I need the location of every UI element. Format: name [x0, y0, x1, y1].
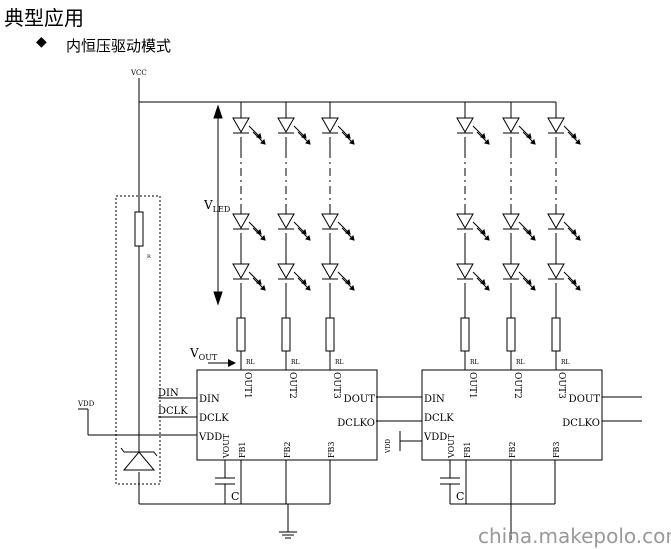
bullet-diamond-icon: ◆: [36, 34, 47, 50]
vled-label: VLED: [203, 198, 230, 214]
chip-pin-label: DCLK: [424, 413, 454, 424]
chip-pin-label: OUT2: [512, 372, 522, 399]
chip-pin-label: FB1: [463, 441, 472, 458]
vled-arrow: [213, 104, 223, 306]
rl-label: RL: [516, 359, 525, 366]
led-column: RL: [456, 102, 490, 370]
led-column: RL: [547, 102, 581, 370]
led-icon: [456, 213, 490, 241]
led-icon: [456, 117, 490, 145]
chip-pin-label: FB3: [552, 441, 561, 458]
led-icon: [277, 213, 311, 241]
led-column: RL: [232, 102, 266, 370]
zener-branch: [134, 102, 330, 505]
rl-resistor: [325, 317, 335, 352]
led-icon: [321, 263, 355, 291]
led-icon: [232, 213, 266, 241]
led-icon: [547, 213, 581, 241]
led-icon: [502, 263, 536, 291]
led-icon: [232, 263, 266, 291]
section-subtitle: 内恒压驱动模式: [66, 37, 172, 55]
small-resistor-label: R: [147, 254, 151, 260]
chip-pin-label: VOUT: [222, 433, 231, 459]
led-icon: [502, 117, 536, 145]
chip-pin-label: DOUT: [344, 394, 376, 405]
chip-pin-label: DIN: [199, 394, 220, 405]
chip-pin-label: OUT1: [467, 372, 477, 399]
chip-body: [196, 369, 378, 461]
vdd-left-label: VDD: [77, 400, 95, 408]
rl-resistor: [506, 317, 516, 352]
chip-pin-label: OUT1: [242, 372, 252, 399]
vdd-mid-label: VDD: [385, 439, 392, 454]
ground-icon: [279, 504, 297, 539]
led-icon: [321, 117, 355, 145]
rl-resistor: [236, 317, 246, 352]
chip-pin-label: OUT3: [331, 372, 341, 399]
rl-label: RL: [291, 359, 300, 366]
chip-bottom-wires: [215, 460, 331, 504]
capacitor-label: C: [456, 490, 464, 503]
led-column: RL: [321, 102, 355, 370]
chip-pin-label: FB2: [508, 441, 517, 458]
inter-chip-wires: [376, 396, 642, 451]
rl-label: RL: [470, 359, 479, 366]
led-icon: [321, 213, 355, 241]
chip-body: [421, 369, 603, 461]
right-bottom-bus: [450, 503, 555, 540]
din-input-label: DIN: [158, 388, 179, 399]
led-column: RL: [277, 102, 311, 370]
chip-pin-label: VDD: [423, 432, 447, 443]
chip-pin-label: DCLK: [199, 413, 229, 424]
led-icon: [456, 263, 490, 291]
chip-pin-label: FB1: [238, 441, 247, 458]
chip-pin-label: VOUT: [447, 433, 456, 459]
chip-pin-label: FB2: [283, 441, 292, 458]
led-icon: [502, 213, 536, 241]
chip-pin-label: FB3: [327, 441, 336, 458]
capacitor-label: C: [231, 490, 239, 503]
watermark-text: china.makepolo.com: [478, 524, 671, 548]
supply-rail: [138, 78, 556, 103]
chip-input-lines: [158, 397, 197, 418]
rl-resistor: [460, 317, 470, 352]
chip-pin-label: OUT2: [287, 372, 297, 399]
vout-label: VOUT: [189, 346, 218, 362]
led-icon: [547, 117, 581, 145]
chip-pin-label: DCLKO: [337, 418, 375, 429]
chip-pin-label: DIN: [424, 394, 445, 405]
chip-pin-label: VDD: [198, 432, 222, 443]
led-icon: [547, 263, 581, 291]
chip-pin-label: DOUT: [569, 394, 601, 405]
led-columns: RL RL RL RL RL RL: [232, 102, 581, 370]
vcc-label: VCC: [130, 69, 147, 77]
chip-pin-label: OUT3: [556, 372, 566, 399]
page-title: 典型应用: [4, 6, 84, 30]
zener-diode-icon: [120, 447, 158, 471]
led-icon: [232, 117, 266, 145]
vdd-feed: [78, 408, 197, 436]
zener-dashed-box: [115, 195, 161, 485]
dclk-input-label: DCLK: [158, 406, 188, 417]
rl-label: RL: [561, 359, 570, 366]
rl-label: RL: [335, 359, 344, 366]
led-column: RL: [502, 102, 536, 370]
rl-label: RL: [246, 359, 255, 366]
rl-resistor: [551, 317, 561, 352]
led-icon: [277, 117, 311, 145]
rl-resistor: [281, 317, 291, 352]
chip-bottom-wires: [440, 460, 556, 504]
chip-pin-label: DCLKO: [562, 418, 600, 429]
led-icon: [277, 263, 311, 291]
